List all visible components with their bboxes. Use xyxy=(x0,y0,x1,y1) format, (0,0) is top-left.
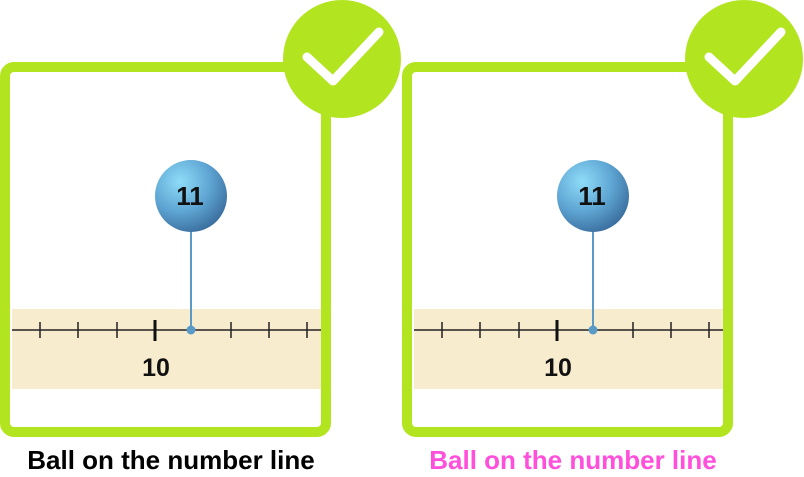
option-caption-highlighted: Ball on the number line xyxy=(429,445,717,475)
option-caption: Ball on the number line xyxy=(27,445,315,475)
number-line-illustration: 10 11 xyxy=(12,160,321,389)
tick-label: 10 xyxy=(544,354,572,382)
checkmark-icon xyxy=(685,0,803,118)
option-card-2[interactable]: 10 11 xyxy=(402,62,733,437)
number-line-ticks xyxy=(441,320,710,341)
checkmark-icon xyxy=(283,0,401,118)
tick-label: 10 xyxy=(142,354,170,382)
number-ball xyxy=(557,160,629,232)
pin-dot xyxy=(588,325,598,335)
ball-value: 11 xyxy=(578,181,606,211)
pin-dot xyxy=(186,325,196,335)
number-line-ticks xyxy=(39,320,308,341)
number-line-illustration: 10 11 xyxy=(414,160,723,389)
number-ball xyxy=(155,160,227,232)
ball-value: 11 xyxy=(176,181,204,211)
option-card-1[interactable]: 10 11 xyxy=(0,62,331,437)
